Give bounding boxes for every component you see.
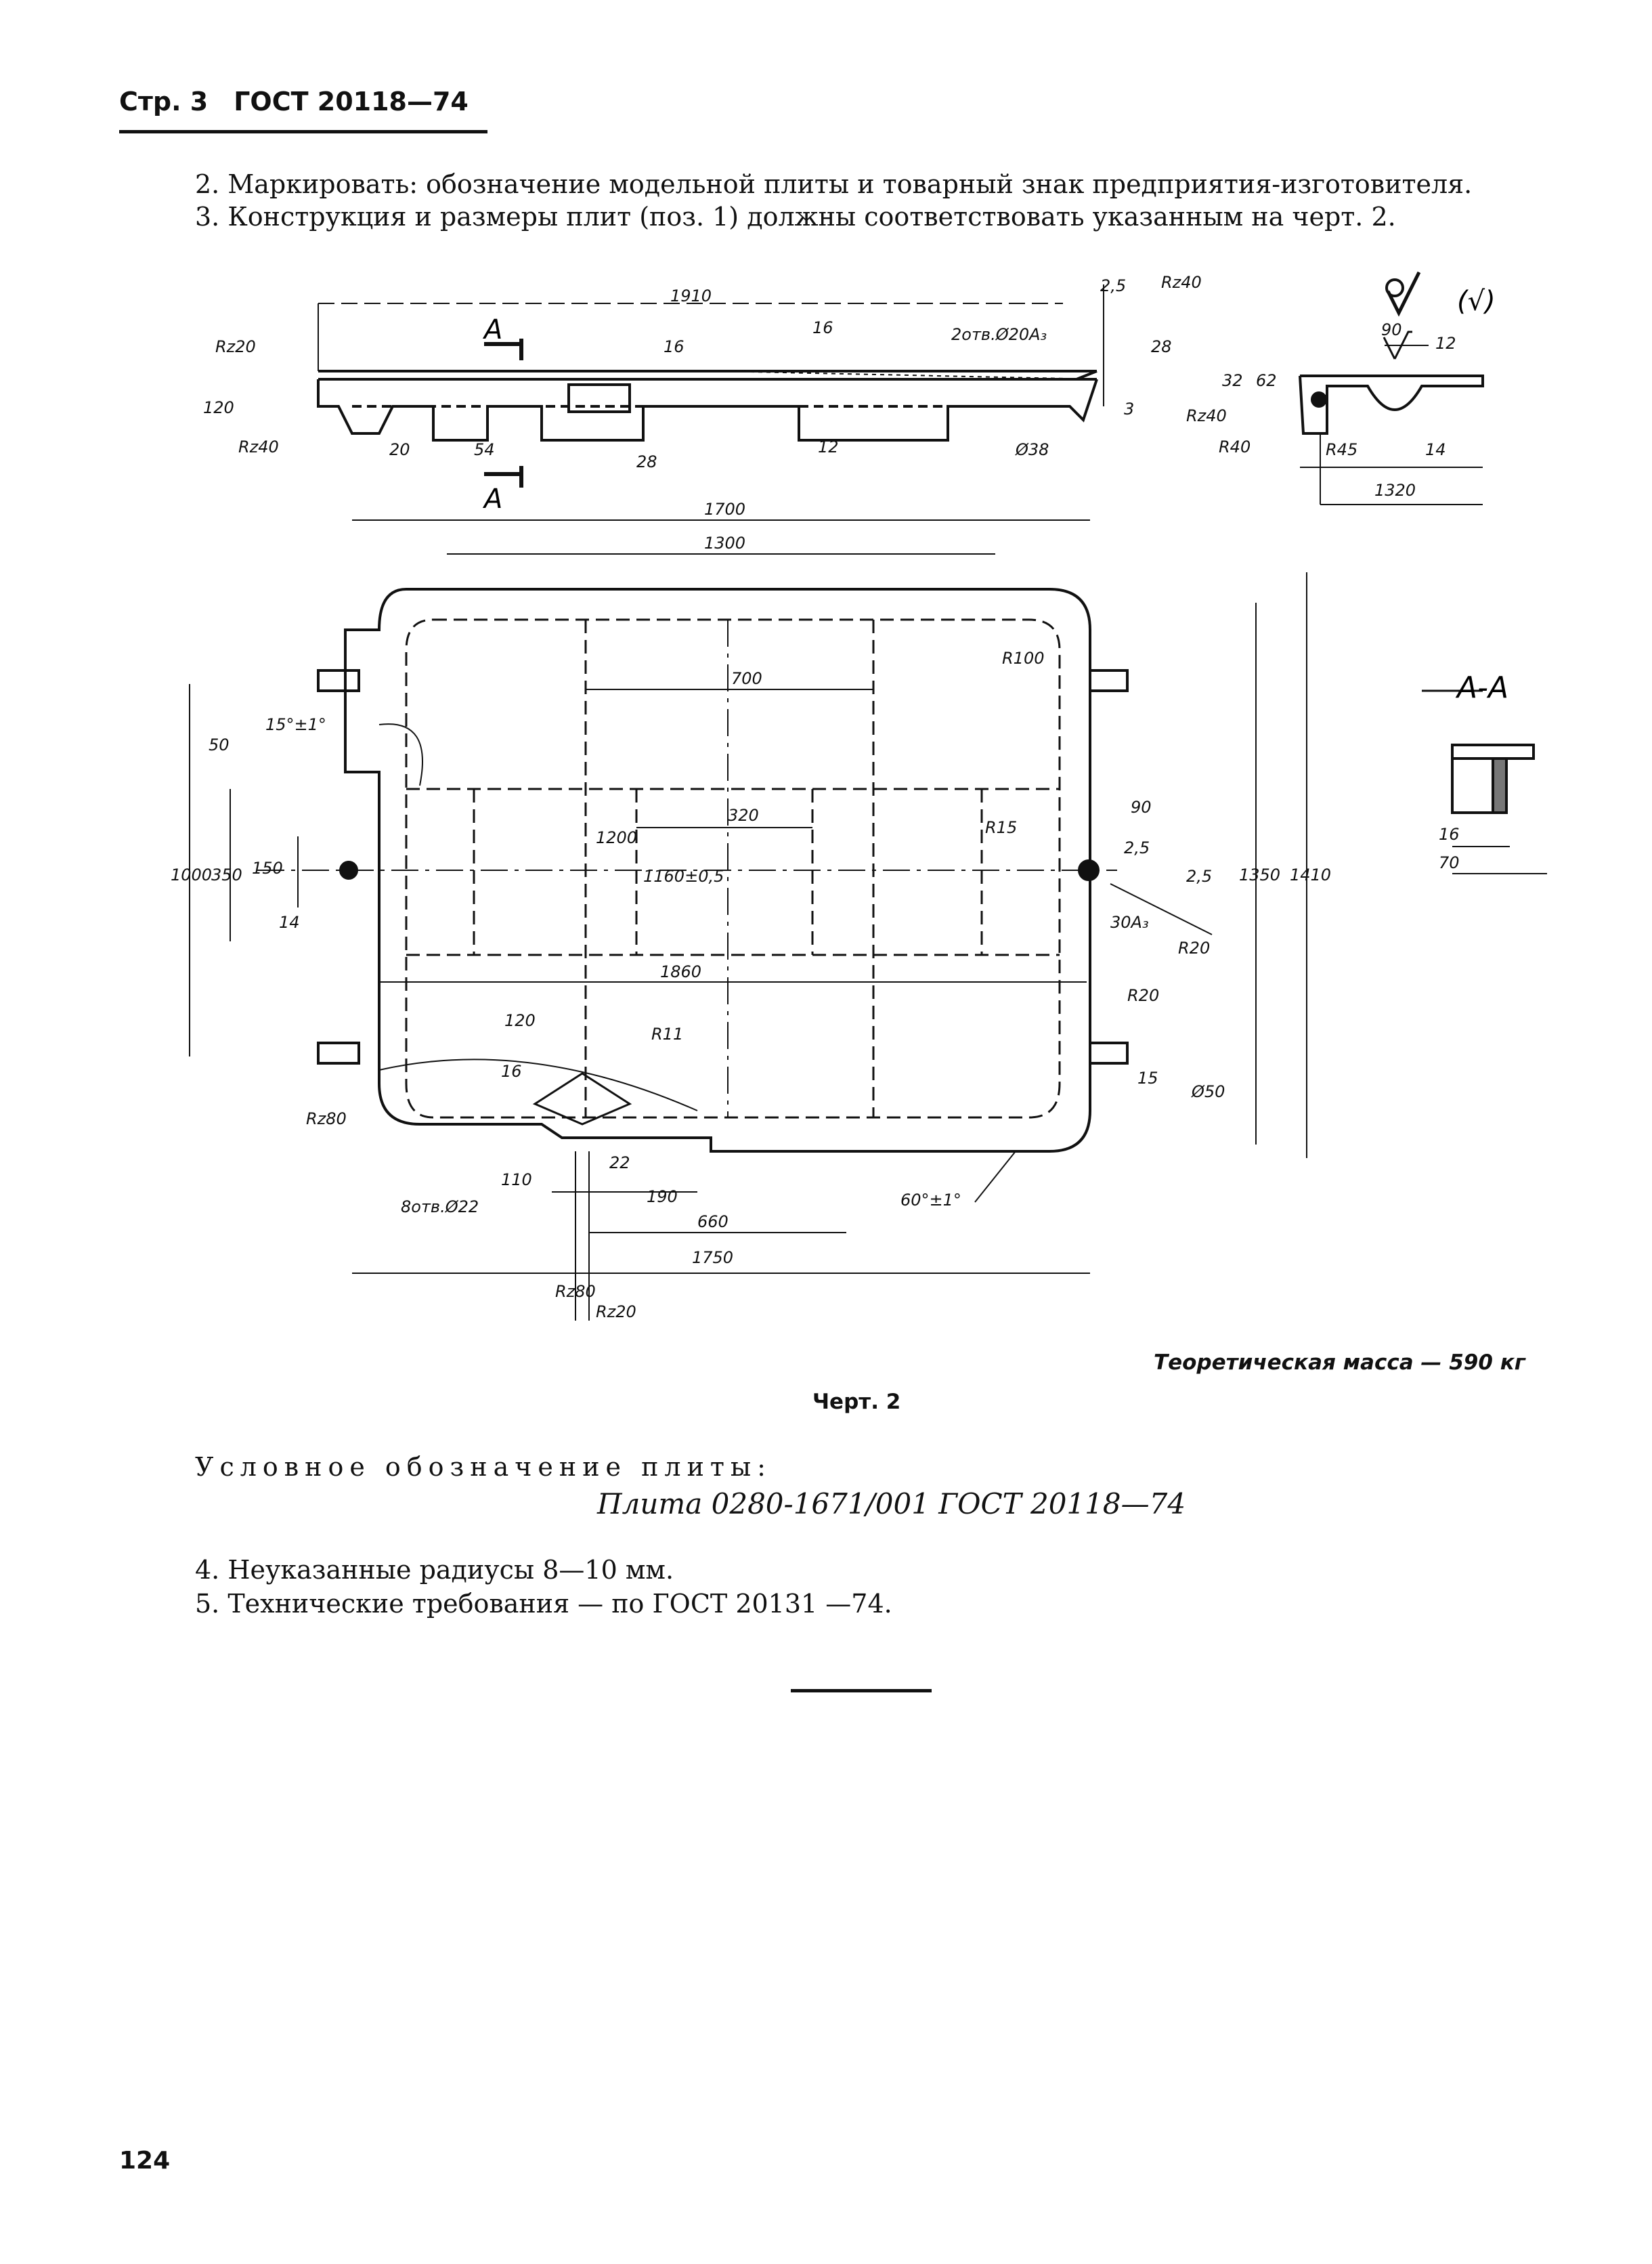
rz20-b: Rz20 — [596, 1302, 636, 1321]
dim-3: 3 — [1124, 400, 1134, 419]
rz80: Rz80 — [306, 1109, 347, 1128]
side-view — [317, 284, 1104, 488]
dim-8otv: 8отв.Ø22 — [401, 1197, 479, 1216]
standard-label: ГОСТ 20118—74 — [234, 87, 469, 116]
dim-12b: 12 — [818, 437, 839, 456]
dim-110: 110 — [501, 1170, 532, 1189]
dim-62: 62 — [1256, 371, 1277, 390]
dim-28b: 28 — [636, 452, 657, 471]
page-header: Стр. 3 ГОСТ 20118—74 — [119, 87, 469, 116]
dim-54: 54 — [474, 440, 495, 459]
sec-dim-70: 70 — [1439, 853, 1460, 872]
dim-660: 660 — [697, 1212, 729, 1231]
dim-14: 14 — [1425, 440, 1446, 459]
dim-28: 28 — [1151, 337, 1172, 356]
dim-90b: 90 — [1131, 798, 1152, 817]
dim-1300: 1300 — [704, 534, 745, 553]
dim-1410: 1410 — [1290, 866, 1331, 884]
dim-22: 22 — [609, 1153, 630, 1172]
dim-120b: 120 — [504, 1011, 536, 1030]
dim-d50: Ø50 — [1191, 1082, 1225, 1101]
plan-view — [257, 588, 1129, 1153]
page-number: 124 — [119, 2147, 171, 2175]
dim-1860: 1860 — [660, 962, 701, 981]
dim-16c: 16 — [501, 1062, 522, 1081]
dim-12: 12 — [1435, 334, 1456, 353]
dim-15deg: 15°±1° — [265, 715, 326, 734]
header-rule — [119, 130, 487, 133]
dim-16b: 16 — [812, 318, 833, 337]
dim-1750: 1750 — [692, 1248, 733, 1267]
dim-50: 50 — [209, 735, 230, 754]
dim-15: 15 — [1137, 1069, 1158, 1088]
designation-label: Условное обозначение плиты: — [195, 1452, 772, 1482]
item-5: 5. Технические требования — по ГОСТ 2013… — [195, 1589, 892, 1619]
dim-20: 20 — [389, 440, 410, 459]
dim-150: 150 — [252, 859, 283, 878]
dim-r20a: R20 — [1178, 939, 1210, 958]
rz80-b: Rz80 — [555, 1282, 596, 1301]
mass-note: Теоретическая масса — 590 кг — [1154, 1350, 1525, 1375]
sec-dim-16: 16 — [1439, 825, 1460, 844]
section-title: А-А — [1455, 670, 1508, 705]
dimension-lines — [189, 519, 1307, 1321]
figure-caption: Черт. 2 — [812, 1390, 901, 1414]
roughness-paren: (√) — [1457, 286, 1496, 317]
item-3: 3. Конструкция и размеры плит (поз. 1) д… — [195, 202, 1396, 232]
dim-1320: 1320 — [1374, 481, 1416, 500]
dim-350: 350 — [211, 866, 242, 884]
dim-1000: 1000 — [171, 866, 212, 884]
rz40-a: Rz40 — [1161, 273, 1202, 292]
dim-2otv: 2отв.Ø20A₃ — [951, 325, 1047, 344]
item-2: 2. Маркировать: обозначение модельной пл… — [195, 169, 1473, 199]
item-4: 4. Неуказанные радиусы 8—10 мм. — [195, 1555, 674, 1585]
dimension-labels: 1910 16 16 2отв.Ø20A₃ 2,5 Rz40 28 3 Rz40… — [171, 273, 1460, 1321]
dim-r100: R100 — [1002, 649, 1044, 668]
dim-1200: 1200 — [596, 828, 637, 847]
dim-700: 700 — [731, 669, 762, 688]
dim-r15: R15 — [985, 818, 1017, 837]
dim-d38: Ø38 — [1015, 440, 1049, 459]
dim-190: 190 — [647, 1187, 678, 1206]
dim-1910: 1910 — [670, 286, 712, 305]
roughness-symbol — [1385, 271, 1421, 317]
section-a-a — [1422, 689, 1547, 874]
dim-320: 320 — [728, 806, 759, 825]
dim-90: 90 — [1381, 320, 1402, 339]
dim-1700: 1700 — [704, 500, 745, 519]
dim-r40: R40 — [1219, 437, 1251, 456]
dim-2-5b: 2,5 — [1124, 838, 1150, 857]
technical-drawing: (√) А-А А А 1910 16 16 2отв.Ø20A₃ 2,5 Rz… — [171, 271, 1547, 1321]
dim-60deg: 60°±1° — [900, 1191, 961, 1210]
designation: Плита 0280-1671/001 ГОСТ 20118—74 — [597, 1487, 1186, 1520]
dim-16a: 16 — [664, 337, 684, 356]
cut-mark-top: А — [482, 314, 502, 345]
dim-2-5c: 2,5 — [1186, 867, 1212, 886]
dim-r20b: R20 — [1127, 986, 1159, 1005]
dim-r45: R45 — [1326, 440, 1357, 459]
dim-1160: 1160±0,5 — [643, 867, 724, 886]
dim-120: 120 — [203, 398, 234, 417]
cut-mark-bottom: А — [482, 484, 502, 515]
rz40-c: Rz40 — [238, 437, 279, 456]
separator-rule — [791, 1689, 932, 1692]
page-label: Стр. 3 — [119, 87, 209, 116]
dim-2-5: 2,5 — [1100, 276, 1126, 295]
dim-1350: 1350 — [1239, 866, 1280, 884]
rz40-b: Rz40 — [1186, 406, 1227, 425]
rz20: Rz20 — [215, 337, 256, 356]
dim-r11: R11 — [651, 1025, 683, 1044]
side-section — [1299, 330, 1484, 505]
dim-32: 32 — [1222, 371, 1243, 390]
dim-14b: 14 — [279, 913, 300, 932]
dim-30a3: 30A₃ — [1110, 913, 1149, 932]
